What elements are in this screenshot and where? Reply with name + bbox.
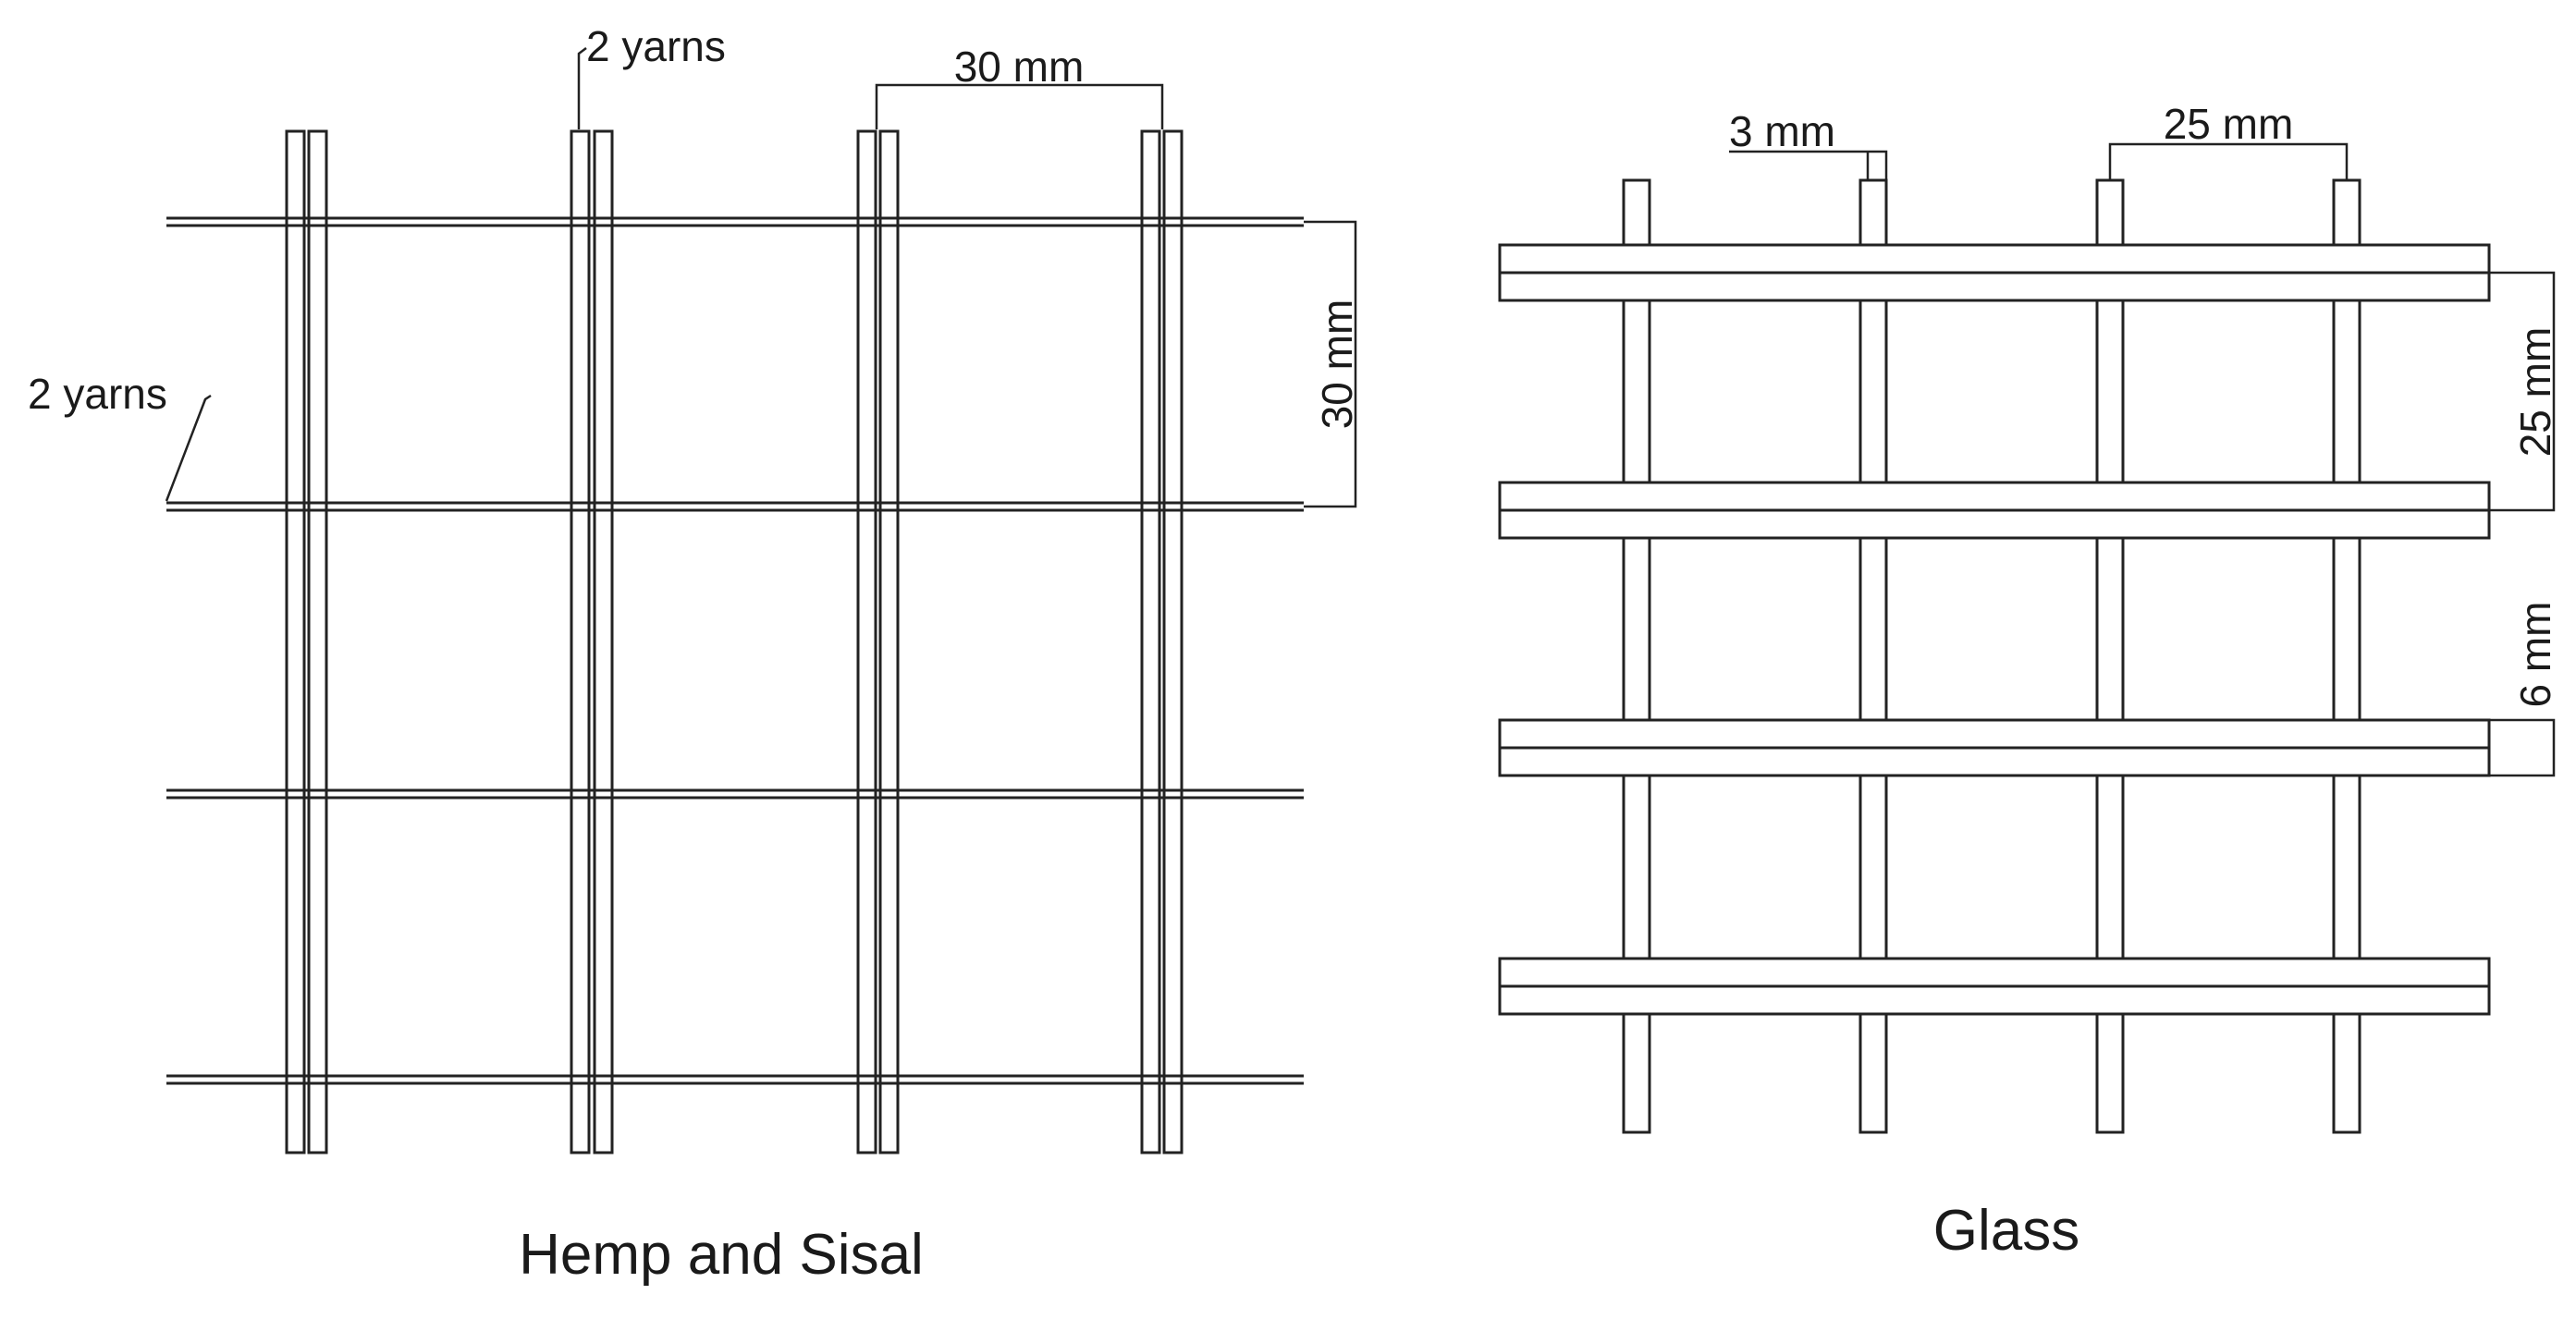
glass-width-label: 3 mm <box>1729 107 1835 155</box>
glass-horizontal-bars <box>1498 243 2491 1016</box>
hemp-spacing-label-vertical: 30 mm <box>1313 299 1361 430</box>
hemp-yarn-label-vertical: 2 yarns <box>586 22 726 70</box>
glass-dimension-vertical <box>2489 271 2556 512</box>
glass-dimension-bar-height <box>2489 718 2556 777</box>
hemp-spacing-label-horizontal: 30 mm <box>954 43 1085 91</box>
hemp-horizontal-yarns <box>166 216 1304 1085</box>
glass-dimension-horizontal <box>2108 142 2349 180</box>
hemp-caption: Hemp and Sisal <box>519 1223 924 1287</box>
glass-bar-width-label: 6 mm <box>2511 602 2559 708</box>
hemp-yarn-leader-horizontal <box>165 394 212 502</box>
glass-grid <box>1498 142 2556 1134</box>
hemp-yarn-label-horizontal: 2 yarns <box>28 370 167 418</box>
hemp-dimension-vertical <box>1304 220 1357 508</box>
glass-caption: Glass <box>1933 1199 2079 1263</box>
glass-spacing-label-vertical: 25 mm <box>2511 327 2559 458</box>
hemp-vertical-yarns <box>285 129 1184 1154</box>
hemp-yarn-leader-vertical <box>577 47 587 129</box>
glass-dimension-bar-width <box>1729 150 1888 180</box>
hemp-dimension-horizontal <box>875 83 1164 129</box>
hemp-sisal-grid <box>165 47 1357 1154</box>
glass-spacing-label-horizontal: 25 mm <box>2164 100 2294 148</box>
